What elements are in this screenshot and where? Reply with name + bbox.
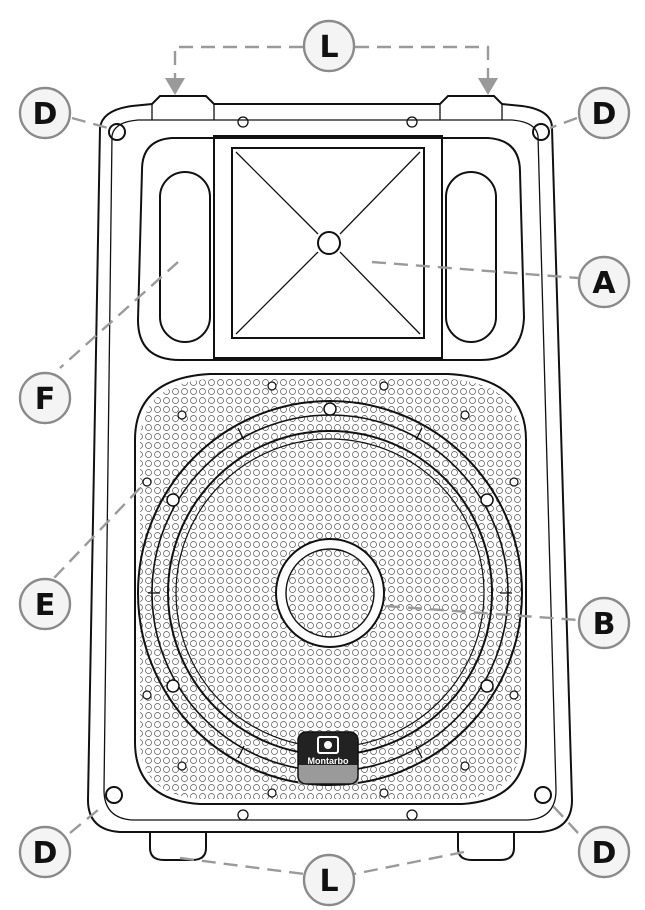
foot-left [149,832,207,861]
svg-text:D: D [33,97,58,132]
upper-baffle [136,135,526,361]
callout-F: F [18,371,72,425]
screw [237,116,249,128]
screw [406,809,418,821]
woofer-bolt [166,679,180,693]
callout-L-bottom: L [302,853,356,907]
grille-screw [379,381,389,391]
grille-screw [177,410,187,420]
svg-text:F: F [35,382,56,417]
logo-mark-icon [317,736,339,754]
cabinet [86,95,574,861]
woofer-frame [137,400,523,786]
grille-screw [267,788,277,798]
grille-screw [142,477,152,487]
svg-text:D: D [592,97,617,132]
grille-screw [509,477,519,487]
callout-A: A [577,255,631,309]
woofer-bolt [323,402,337,416]
grille-screw [267,381,277,391]
svg-text:E: E [35,588,56,623]
svg-text:L: L [319,864,338,899]
leader-lines [53,45,579,876]
rigging-hole-bottom-right [534,786,552,804]
tweeter-horn [213,135,443,359]
callout-L-top: L [302,19,356,73]
rigging-hole-top-left [108,123,126,141]
svg-text:B: B [593,607,616,642]
grille-screw [379,788,389,798]
rigging-hole-bottom-left [105,786,123,804]
grille-screw [460,761,470,771]
arrow-down-icon [165,78,185,95]
grille-screw [460,410,470,420]
woofer-bolt [480,493,494,507]
callout-B: B [577,596,631,650]
grille-screw [509,690,519,700]
arrow-down-icon [478,78,498,95]
grille-screw [142,690,152,700]
brand-logo: Montarbo [297,731,359,785]
logo-brand-text: Montarbo [308,756,349,766]
callout-D-bottom-left: D [18,825,72,879]
foot-right [457,832,515,861]
svg-text:D: D [592,836,617,871]
callout-D-top-left: D [18,86,72,140]
woofer-bolt [480,679,494,693]
grille-screw [177,761,187,771]
callout-D-bottom-right: D [577,825,631,879]
svg-text:A: A [592,266,616,301]
screw [237,809,249,821]
callout-E: E [18,577,72,631]
bass-port-left [159,171,211,343]
bass-port-right [445,171,497,343]
svg-text:D: D [33,836,58,871]
screw [406,116,418,128]
callout-D-top-right: D [577,86,631,140]
woofer-grille [134,373,527,805]
svg-text:L: L [319,30,338,65]
rigging-hole-top-right [532,123,550,141]
woofer-bolt [166,493,180,507]
